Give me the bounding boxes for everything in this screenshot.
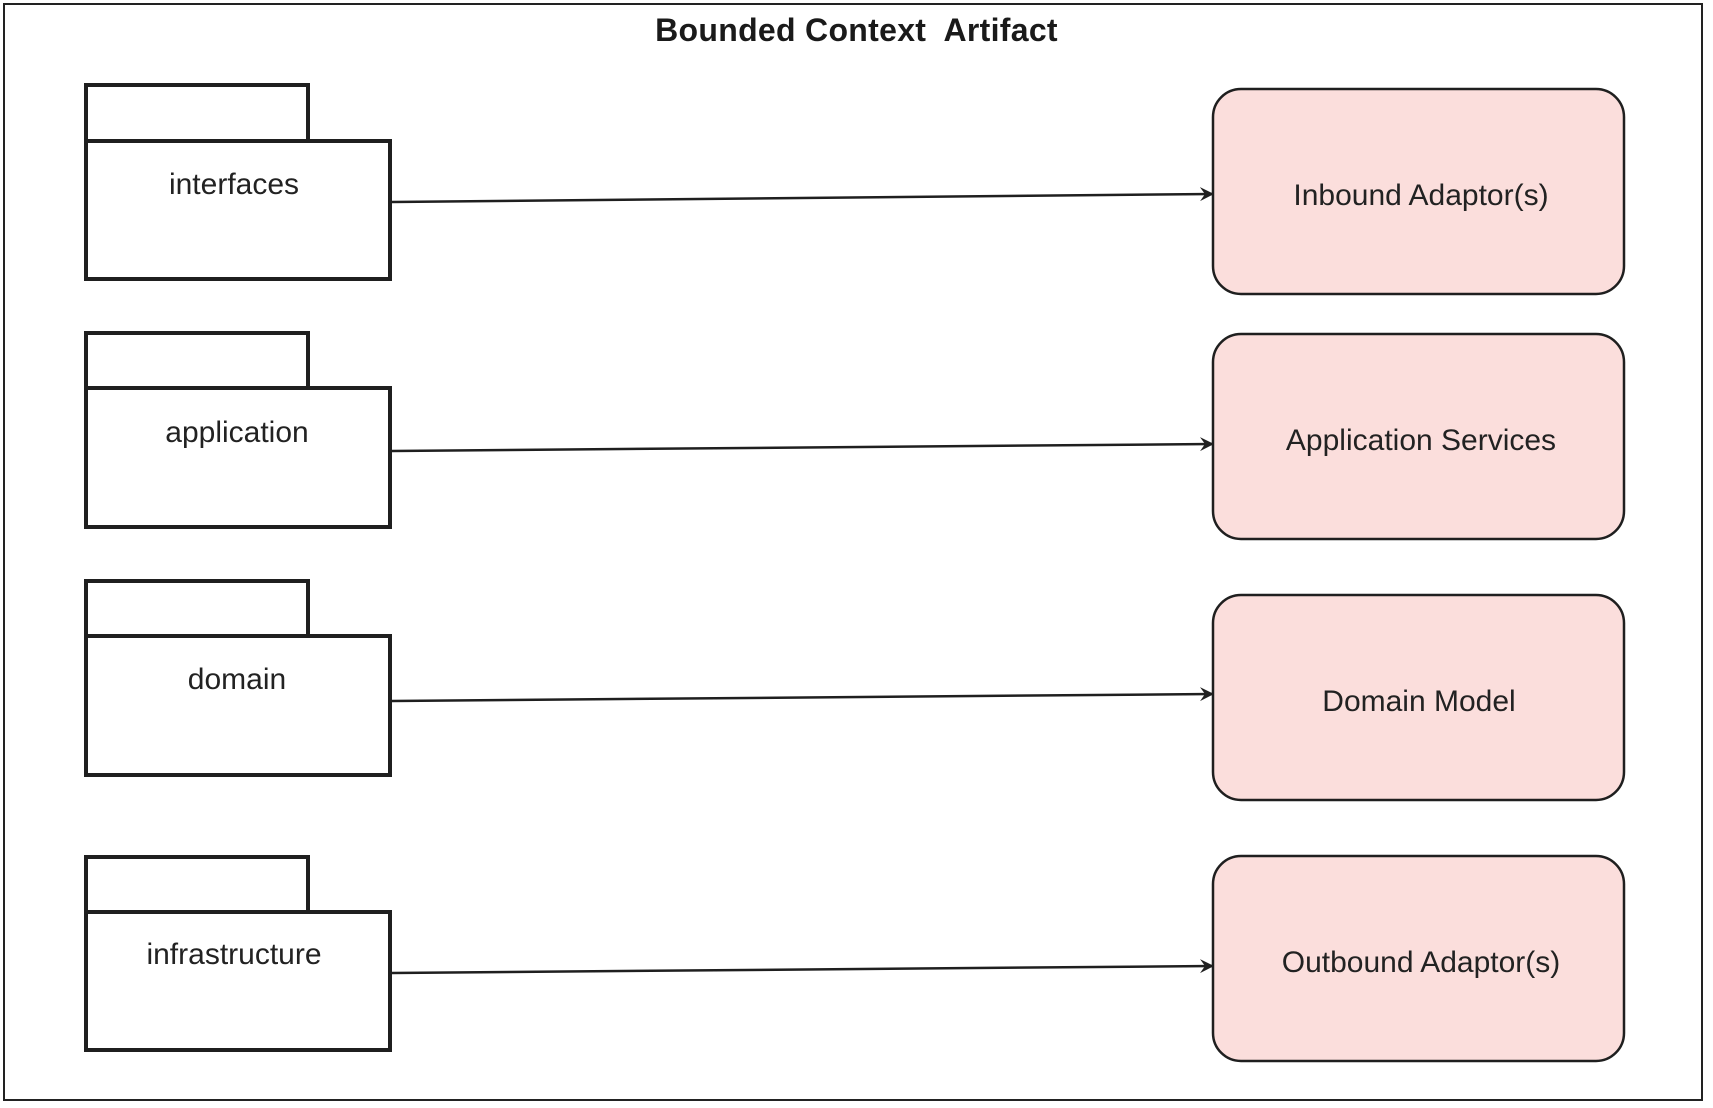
package-label: application	[165, 416, 308, 449]
target-outbound-adaptor[interactable]: Outbound Adaptor(s)	[1211, 854, 1626, 1063]
arrow-application-to-application-services	[391, 437, 1214, 453]
target-box	[1211, 593, 1626, 802]
target-inbound-adaptor[interactable]: Inbound Adaptor(s)	[1211, 87, 1626, 296]
arrow-domain-to-domain-model	[391, 687, 1214, 703]
package-label: domain	[188, 663, 286, 696]
package-label: infrastructure	[146, 938, 321, 971]
package-tab	[84, 83, 310, 143]
target-box	[1211, 87, 1626, 296]
package-infrastructure[interactable]: infrastructure	[84, 855, 392, 1052]
target-label: Application Services	[1286, 424, 1556, 457]
target-label: Outbound Adaptor(s)	[1282, 946, 1561, 979]
target-box	[1211, 332, 1626, 541]
package-application[interactable]: application	[84, 331, 392, 529]
package-body	[84, 910, 392, 1052]
package-tab	[84, 855, 310, 914]
arrow-infrastructure-to-outbound-adaptor	[391, 959, 1214, 975]
package-body	[84, 139, 392, 281]
package-domain[interactable]: domain	[84, 579, 392, 777]
target-label: Domain Model	[1322, 685, 1515, 718]
diagram-title: Bounded Context Artifact	[655, 12, 1058, 48]
target-application-services[interactable]: Application Services	[1211, 332, 1626, 541]
target-box	[1211, 854, 1626, 1063]
target-label: Inbound Adaptor(s)	[1293, 179, 1548, 212]
target-domain-model[interactable]: Domain Model	[1211, 593, 1626, 802]
arrow-interfaces-to-inbound-adaptor	[391, 187, 1214, 204]
package-label: interfaces	[169, 168, 299, 201]
package-tab	[84, 331, 310, 390]
package-body	[84, 634, 392, 777]
package-tab	[84, 579, 310, 638]
package-interfaces[interactable]: interfaces	[84, 83, 392, 281]
package-body	[84, 386, 392, 529]
